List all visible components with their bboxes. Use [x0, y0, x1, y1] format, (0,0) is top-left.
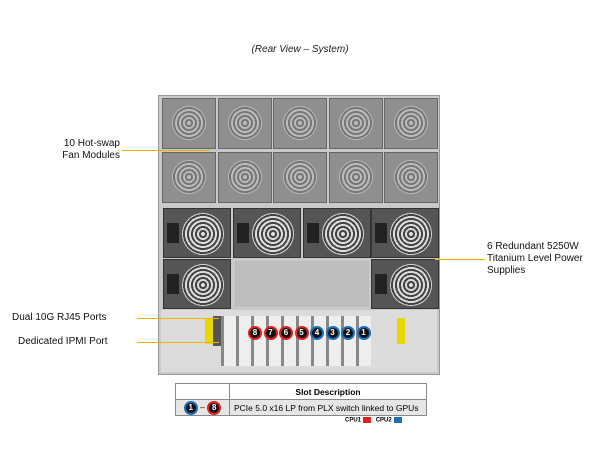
cpu1-swatch: [363, 417, 372, 423]
rj45-callout: Dual 10G RJ45 Ports: [12, 312, 107, 323]
psu-callout-line2: Titanium Level Power: [487, 253, 583, 264]
cpu2-swatch: [393, 417, 402, 423]
psu-callout-line3: Supplies: [487, 265, 526, 276]
legend-cpu2: CPU2: [375, 417, 392, 424]
power-supply: [371, 259, 439, 309]
legend-cpu1: CPU1: [345, 417, 362, 424]
blank-header: [175, 383, 230, 400]
fan-module: [162, 152, 216, 203]
fan-leader-line: [122, 150, 210, 151]
slot-badge-3: 3: [325, 326, 340, 340]
fan-module: [384, 152, 438, 203]
power-supply: [303, 208, 371, 258]
slot-description-table: Slot Description 1 – 8 PCIe 5.0 x16 LP f…: [175, 383, 427, 416]
fan-callout-line2: Fan Modules: [62, 150, 120, 161]
ipmi-leader-line: [137, 342, 219, 343]
blank-bay: [235, 261, 369, 307]
slot-description: PCIe 5.0 x16 LP from PLX switch linked t…: [229, 399, 427, 416]
slot-badge-end: 8: [207, 400, 222, 415]
fan-callout: 10 Hot-swap Fan Modules: [20, 138, 120, 162]
rj45-ports: [213, 316, 221, 346]
ipmi-callout: Dedicated IPMI Port: [18, 336, 108, 347]
fan-module: [273, 98, 327, 149]
cpu-legend: CPU1 CPU2: [345, 417, 405, 424]
rj45-leader-line: [137, 318, 219, 319]
slot-range: 1 – 8: [175, 399, 230, 416]
slot-badge-5: 5: [294, 326, 309, 340]
fan-module: [217, 98, 272, 149]
slot-description-header: Slot Description: [229, 383, 427, 400]
power-supply: [163, 208, 231, 258]
slot-badge-4: 4: [310, 326, 324, 340]
pcie-slots: [221, 316, 371, 366]
handle-right: [397, 318, 405, 344]
fan-module: [384, 98, 438, 149]
slot-badge-8: 8: [248, 326, 262, 340]
psu-callout: 6 Redundant 5250W Titanium Level Power S…: [487, 241, 583, 277]
fan-module: [162, 98, 216, 149]
slot-badge-start: 1: [183, 400, 198, 415]
fan-module: [217, 152, 272, 203]
psu-callout-line1: 6 Redundant 5250W: [487, 241, 579, 252]
fan-module: [273, 152, 327, 203]
power-supply: [163, 259, 231, 309]
power-supply: [371, 208, 439, 258]
fan-module: [328, 98, 383, 149]
range-separator: –: [200, 401, 205, 412]
handle-left: [205, 318, 213, 344]
slot-badge-1: 1: [356, 326, 371, 340]
fan-callout-line1: 10 Hot-swap: [63, 138, 120, 149]
diagram-title: (Rear View – System): [251, 44, 349, 55]
fan-module: [328, 152, 383, 203]
slot-badge-7: 7: [263, 326, 278, 340]
psu-leader-line: [435, 259, 485, 260]
power-supply: [233, 208, 301, 258]
slot-badge-6: 6: [279, 326, 293, 340]
slot-badge-2: 2: [341, 326, 355, 340]
